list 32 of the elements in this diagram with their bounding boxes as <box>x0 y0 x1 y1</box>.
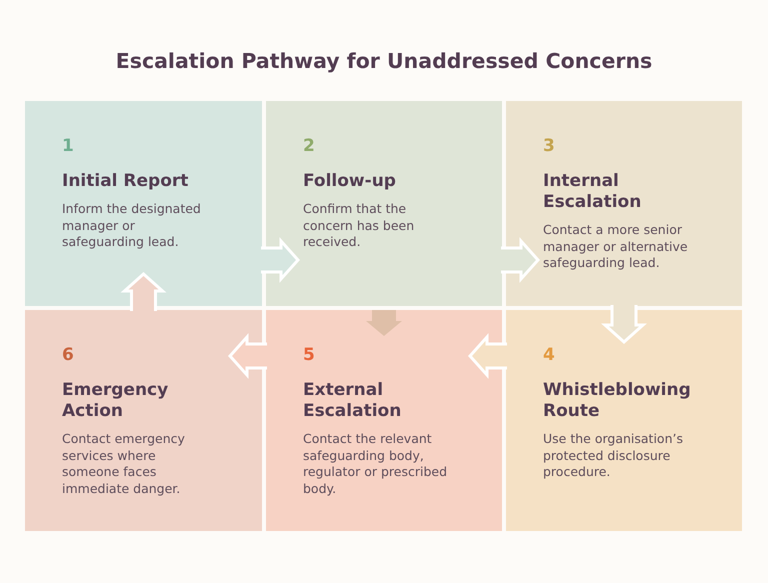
step-tile <box>25 310 262 531</box>
step-number: 1 <box>62 136 74 156</box>
step-title: Follow-up <box>303 171 396 192</box>
step-number: 6 <box>62 345 74 365</box>
step-title: External Escalation <box>303 380 402 422</box>
arrow <box>500 237 540 283</box>
step-tile <box>506 310 742 531</box>
step-number: 3 <box>543 136 555 156</box>
step-description: Confirm that the concern has been received. <box>303 201 416 250</box>
step-description: Inform the designated manager or safeguarding lead. <box>62 201 202 250</box>
arrow <box>366 310 402 336</box>
step-description: Use the organisation’s protected disclosure procedure. <box>543 431 684 480</box>
step-tile <box>266 310 502 531</box>
step-tile <box>266 101 502 306</box>
step-title: Internal Escalation <box>543 171 642 213</box>
arrow <box>120 272 166 312</box>
step-number: 2 <box>303 136 315 156</box>
arrow <box>228 333 268 379</box>
step-description: Contact the relevant safeguarding body, regulator or prescribed body. <box>303 431 448 497</box>
step-number: 4 <box>543 345 555 365</box>
step-title: Initial Report <box>62 171 188 192</box>
arrow <box>468 333 508 379</box>
step-title: Emergency Action <box>62 380 170 422</box>
arrow <box>601 304 647 344</box>
step-title: Whistleblowing Route <box>543 380 692 422</box>
step-description: Contact emergency services where someone faces immediate danger. <box>62 431 186 497</box>
step-number: 5 <box>303 345 315 365</box>
step-tile <box>506 101 742 306</box>
step-description: Contact a more senior manager or alternative safeguarding lead. <box>543 222 689 272</box>
arrow <box>260 237 300 283</box>
diagram-title: Escalation Pathway for Unaddressed Concerns <box>116 48 652 75</box>
step-tile <box>25 101 262 306</box>
